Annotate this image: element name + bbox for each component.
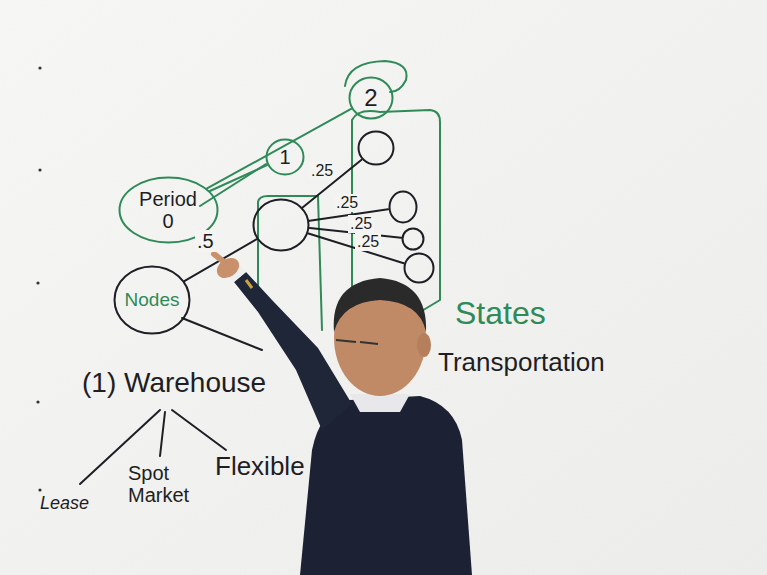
wrist-band bbox=[246, 280, 252, 288]
circle-stroke bbox=[115, 267, 190, 334]
glasses bbox=[336, 340, 378, 344]
node-text-box bbox=[357, 130, 395, 166]
node-text: Period bbox=[139, 188, 197, 210]
tree-line bbox=[160, 412, 165, 456]
hair bbox=[334, 278, 426, 332]
state-circle bbox=[252, 198, 310, 252]
ear bbox=[417, 333, 431, 357]
node-text-box bbox=[252, 198, 310, 252]
circle-outline bbox=[388, 190, 418, 224]
tree-branch bbox=[207, 109, 351, 188]
node-text-box: Nodes bbox=[113, 265, 191, 335]
probability-label: .25 bbox=[309, 162, 335, 180]
node-text-box bbox=[401, 227, 425, 251]
state-circle bbox=[403, 252, 435, 284]
node-text-box: 1 bbox=[265, 138, 305, 176]
circle-outline bbox=[357, 130, 395, 166]
node-text-box bbox=[403, 252, 435, 284]
circle-stroke bbox=[254, 200, 309, 251]
circle-stroke bbox=[390, 192, 417, 223]
state-circle bbox=[357, 130, 395, 166]
node-text: 0 bbox=[162, 210, 173, 232]
circle-stroke bbox=[350, 78, 393, 119]
circle-stroke bbox=[359, 132, 394, 165]
node-text: 1 bbox=[279, 146, 290, 168]
node-text-box bbox=[388, 190, 418, 224]
probability-label: .25 bbox=[348, 215, 374, 233]
collar bbox=[350, 394, 410, 412]
node-text: Nodes bbox=[125, 290, 180, 311]
probability-label: .5 bbox=[195, 230, 216, 252]
option-label: Spot Market bbox=[128, 462, 208, 506]
tree-branch bbox=[210, 165, 267, 191]
node-text: 2 bbox=[364, 85, 377, 111]
node-circle: Nodes bbox=[113, 265, 191, 335]
circle-stroke bbox=[403, 229, 424, 250]
state-circle bbox=[401, 227, 425, 251]
period-stroke bbox=[200, 164, 266, 206]
suit-arm bbox=[234, 272, 352, 430]
circle-outline bbox=[403, 252, 435, 284]
probability-label: .25 bbox=[334, 194, 360, 212]
category-label: (1) Warehouse bbox=[82, 368, 266, 399]
category-label: Transportation bbox=[438, 348, 605, 377]
period-circle: 2 bbox=[348, 76, 394, 120]
circle-stroke bbox=[267, 140, 304, 175]
probability-label: .25 bbox=[355, 233, 381, 251]
tree-branch bbox=[309, 234, 404, 264]
tree-line bbox=[172, 410, 226, 450]
state-circle bbox=[388, 190, 418, 224]
option-label: Lease bbox=[40, 494, 89, 514]
finger bbox=[214, 254, 224, 262]
circle-stroke bbox=[405, 254, 434, 283]
margin-dots bbox=[36, 66, 41, 491]
circle-outline bbox=[401, 227, 425, 251]
node-text-box: 2 bbox=[348, 76, 394, 120]
branch-line bbox=[182, 318, 262, 350]
circle-outline bbox=[252, 198, 310, 252]
period-circle: 1 bbox=[265, 138, 305, 176]
heading-label: States bbox=[455, 296, 546, 331]
option-label: Flexible bbox=[215, 452, 305, 481]
hand bbox=[213, 254, 243, 283]
